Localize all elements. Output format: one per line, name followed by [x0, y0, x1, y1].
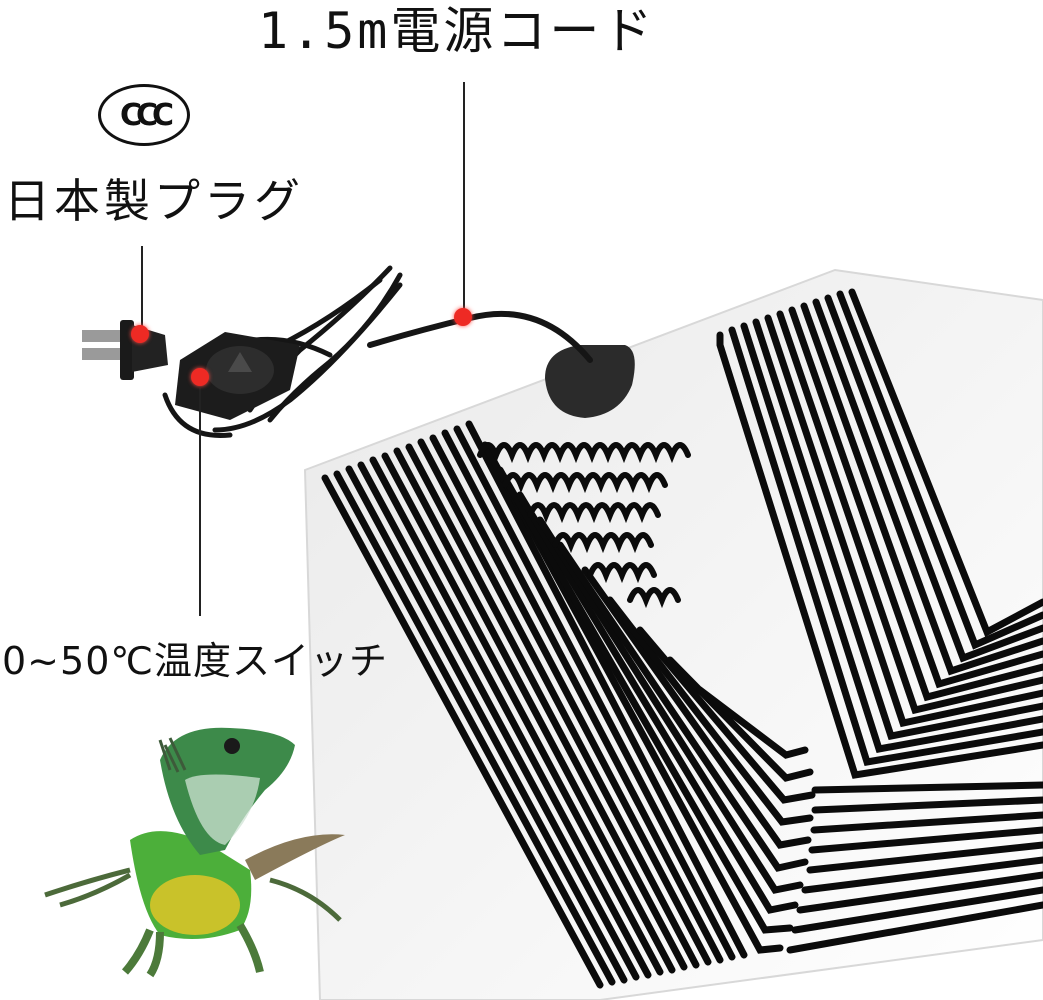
power-cord-label: 1.5m電源コード [258, 2, 656, 60]
power-cord-marker [454, 308, 472, 326]
temperature-switch-label: 0~50℃温度スイッチ [2, 639, 389, 683]
ccc-mark-text: CCC [119, 97, 174, 133]
power-cord-leader-line [463, 82, 465, 314]
plug-marker [131, 325, 149, 343]
japanese-plug [82, 320, 168, 380]
heating-pad [303, 268, 1043, 1000]
switch-leader-line [199, 388, 201, 616]
heater-trace-center [481, 441, 816, 954]
ccc-certification-icon: CCC [98, 84, 190, 146]
plug-leader-line [141, 246, 143, 330]
switch-marker [191, 368, 209, 386]
cable-connector [545, 345, 635, 418]
heater-trace-meander [477, 442, 691, 609]
heater-trace-right [716, 288, 1043, 954]
lizard-image [44, 727, 345, 978]
heater-trace-left [321, 420, 748, 989]
plug-label: 日本製プラグ [4, 174, 304, 228]
temperature-switch [175, 332, 300, 420]
